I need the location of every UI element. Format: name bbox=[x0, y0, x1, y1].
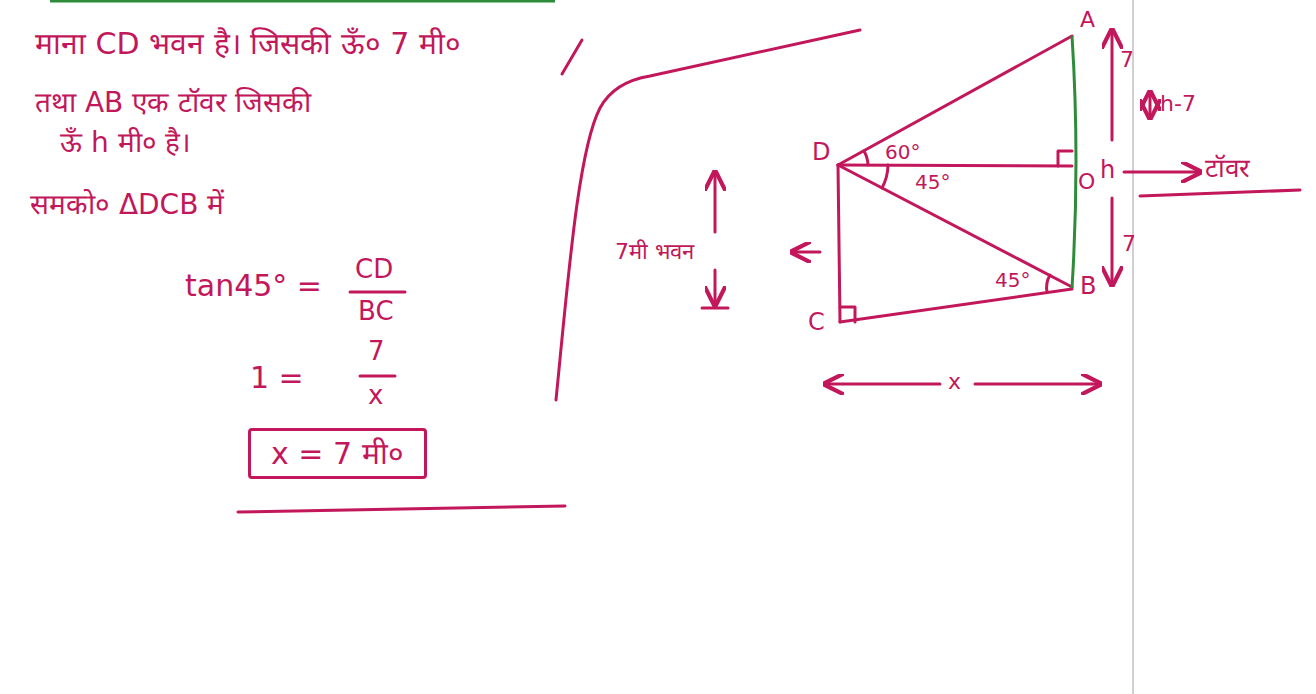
page-divider bbox=[1132, 0, 1134, 694]
width-arrow bbox=[975, 383, 1100, 386]
label: 7मी भवन bbox=[615, 240, 694, 263]
label: 60° bbox=[885, 142, 920, 163]
label: 7 bbox=[1120, 48, 1134, 71]
height-arrow bbox=[1149, 92, 1152, 118]
height-arrow bbox=[714, 172, 717, 232]
label: 45° bbox=[915, 172, 950, 193]
sight-line-da bbox=[838, 36, 1072, 165]
label: 7 bbox=[368, 338, 385, 365]
label: 45° bbox=[995, 270, 1030, 291]
label: टॉवर bbox=[1205, 155, 1250, 182]
fraction-bar bbox=[360, 375, 395, 378]
label: समको० ΔDCB में bbox=[30, 190, 224, 219]
angle-arc bbox=[864, 151, 868, 165]
label: h bbox=[1100, 158, 1115, 183]
height-arrow bbox=[1111, 30, 1114, 140]
answer-box: x = 7 मी० bbox=[248, 428, 427, 479]
separator-curve bbox=[556, 30, 860, 400]
label: 1 = bbox=[250, 362, 304, 394]
height-arrow bbox=[714, 270, 717, 305]
label: 7 bbox=[1122, 232, 1136, 255]
label: C bbox=[808, 310, 825, 335]
sight-line-db bbox=[838, 165, 1072, 287]
tower-ab bbox=[1072, 36, 1076, 288]
label: CD bbox=[355, 256, 393, 283]
label: tan45° = bbox=[185, 270, 322, 302]
answer-text: x = 7 मी० bbox=[271, 437, 404, 470]
label: BC bbox=[358, 298, 394, 325]
line-do bbox=[838, 165, 1072, 166]
pointer-arrow bbox=[792, 251, 820, 254]
slash bbox=[562, 40, 582, 74]
height-base bbox=[702, 307, 728, 310]
angle-arc bbox=[882, 165, 888, 188]
label: B bbox=[1080, 274, 1096, 299]
label: h-7 bbox=[1160, 92, 1196, 115]
angle-arc bbox=[1047, 275, 1050, 292]
label: x bbox=[948, 370, 961, 393]
underline bbox=[1140, 190, 1300, 196]
building-cd bbox=[838, 165, 840, 322]
pointer-arrow bbox=[1124, 171, 1200, 174]
ground-cb bbox=[840, 289, 1072, 322]
top-band bbox=[50, 0, 555, 3]
answer-underline bbox=[238, 506, 565, 512]
label: माना CD भवन है। जिसकी ऊँ० 7 मी० bbox=[35, 28, 461, 60]
label: x bbox=[368, 382, 383, 409]
width-arrow bbox=[825, 383, 940, 386]
right-angle bbox=[840, 307, 855, 322]
label: D bbox=[812, 140, 830, 165]
fraction-bar bbox=[350, 291, 405, 294]
label: तथा AB एक टॉवर जिसकी bbox=[35, 88, 311, 117]
right-angle bbox=[1058, 151, 1072, 166]
label: O bbox=[1078, 170, 1095, 193]
label: A bbox=[1080, 8, 1095, 31]
label: ऊँ h मी० है। bbox=[60, 128, 191, 157]
height-arrow bbox=[1111, 198, 1114, 285]
